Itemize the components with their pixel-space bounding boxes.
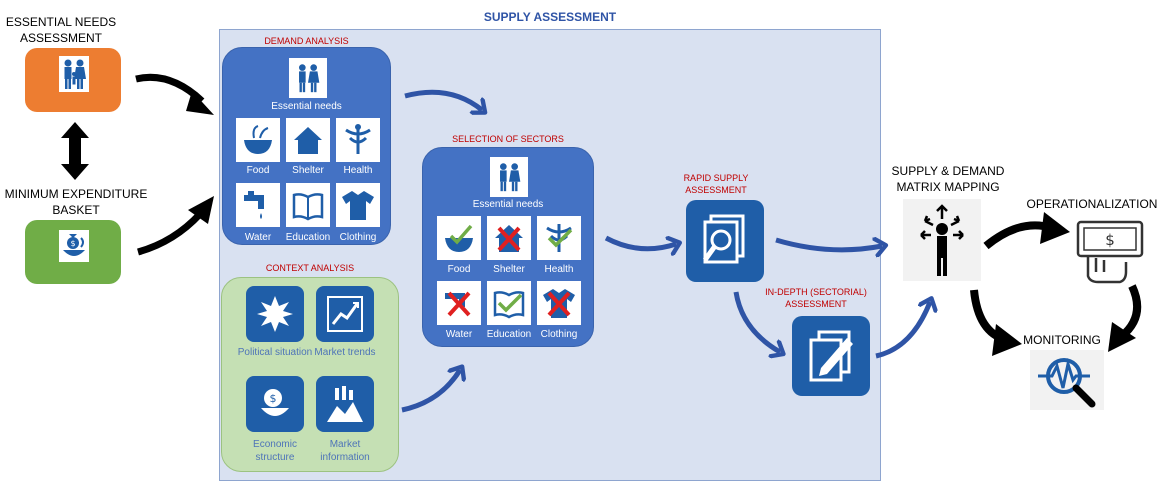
context-analysis-title: CONTEXT ANALYSIS bbox=[265, 263, 355, 273]
rapid-supply-box bbox=[686, 200, 764, 282]
demand-item-food: Food bbox=[246, 165, 270, 176]
clothing-rejected-icon bbox=[537, 281, 581, 325]
arrow-rapid-to-indepth bbox=[733, 291, 780, 352]
food-selected-icon bbox=[437, 216, 481, 260]
arrow-context-to-sectors bbox=[401, 370, 460, 413]
svg-text:$: $ bbox=[70, 239, 75, 248]
matrix-mapping-title: SUPPLY & DEMAND MATRIX MAPPING bbox=[891, 164, 1005, 194]
sectors-family-icon bbox=[490, 157, 528, 197]
indepth-title: IN-DEPTH (SECTORIAL) ASSESSMENT bbox=[765, 287, 867, 309]
water-icon bbox=[236, 183, 280, 227]
rapid-supply-title: RAPID SUPPLY ASSESSMENT bbox=[683, 173, 749, 195]
shelter-rejected-icon bbox=[487, 216, 531, 260]
sector-item-food: Food bbox=[447, 264, 471, 275]
indepth-box bbox=[792, 316, 870, 396]
sector-item-clothing: Clothing bbox=[540, 329, 578, 340]
health-icon bbox=[336, 118, 380, 162]
ctx-item-economic: Economic structure bbox=[253, 439, 297, 463]
education-selected-icon bbox=[487, 281, 531, 325]
food-icon bbox=[236, 118, 280, 162]
minimum-expenditure-basket-title: MINIMUM EXPENDITURE BASKET bbox=[4, 187, 148, 217]
supply-assessment-title: SUPPLY ASSESSMENT bbox=[483, 10, 617, 24]
decision-person-icon bbox=[903, 199, 981, 281]
water-rejected-icon bbox=[437, 281, 481, 325]
sector-item-health: Health bbox=[544, 264, 574, 275]
demand-item-water: Water bbox=[244, 232, 272, 243]
arrow-indepth-to-matrix bbox=[875, 302, 930, 359]
ctx-item-market-trends: Market trends bbox=[314, 347, 376, 358]
shelter-icon bbox=[286, 118, 330, 162]
market-information-icon bbox=[316, 376, 374, 432]
sector-item-education: Education bbox=[486, 329, 532, 340]
sectors-header: Essential needs bbox=[472, 199, 544, 210]
monitoring-icon bbox=[1030, 350, 1104, 410]
essential-needs-box bbox=[25, 48, 121, 112]
economic-icon: $ bbox=[246, 376, 304, 432]
essential-needs-assessment-title: ESSENTIAL NEEDS ASSESSMENT bbox=[5, 15, 117, 45]
svg-text:$: $ bbox=[1105, 231, 1115, 249]
arrow-sectors-to-rapid bbox=[604, 238, 676, 249]
demand-header: Essential needs bbox=[271, 101, 342, 112]
ctx-item-market-information: Market information bbox=[320, 439, 370, 463]
arrow-demand-to-sectors bbox=[404, 89, 482, 110]
document-edit-icon bbox=[809, 330, 853, 382]
arrow-meb-to-demand bbox=[137, 196, 214, 256]
education-icon bbox=[286, 183, 330, 227]
demand-analysis-title-label: DEMAND ANALYSIS bbox=[264, 36, 349, 46]
political-icon bbox=[246, 286, 304, 342]
health-selected-icon bbox=[537, 216, 581, 260]
sector-item-water: Water bbox=[445, 329, 473, 340]
arrow-rapid-to-matrix bbox=[775, 240, 882, 250]
market-trends-icon bbox=[316, 286, 374, 342]
money-bag-icon: $ bbox=[59, 230, 89, 262]
operationalization-title: OPERATIONALIZATION bbox=[1026, 197, 1158, 211]
monitoring-title: MONITORING bbox=[1023, 333, 1101, 347]
double-arrow-icon bbox=[61, 122, 89, 180]
arrow-operationalization-to-monitoring bbox=[1119, 284, 1142, 340]
sector-item-shelter: Shelter bbox=[493, 264, 525, 275]
ctx-item-political: Political situation bbox=[237, 347, 313, 358]
demand-item-clothing: Clothing bbox=[339, 232, 377, 243]
meb-box: $ bbox=[25, 220, 121, 284]
demand-item-shelter: Shelter bbox=[292, 165, 324, 176]
clothing-icon bbox=[336, 183, 380, 227]
svg-text:$: $ bbox=[270, 392, 277, 405]
document-search-icon bbox=[702, 214, 745, 264]
cash-hand-icon: $ bbox=[1074, 218, 1146, 286]
demand-item-education: Education bbox=[285, 232, 331, 243]
selection-of-sectors-title: SELECTION OF SECTORS bbox=[452, 134, 564, 144]
family-icon bbox=[59, 56, 89, 92]
demand-family-icon bbox=[289, 58, 327, 98]
arrow-needs-to-demand bbox=[135, 73, 214, 115]
demand-item-health: Health bbox=[343, 165, 373, 176]
